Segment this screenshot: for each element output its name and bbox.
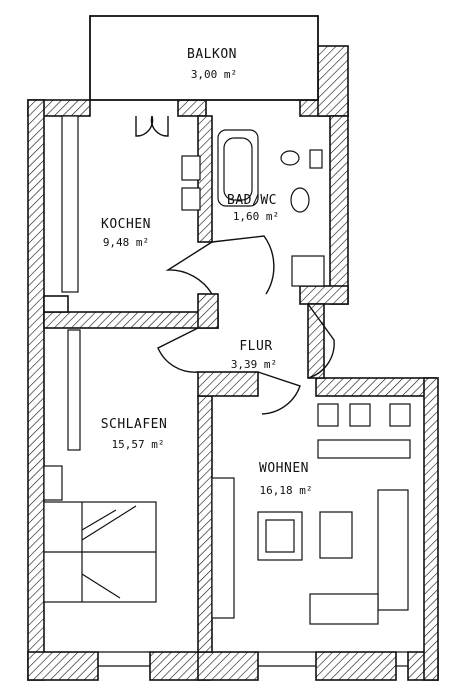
schlafen-area: 15,57 m² <box>112 438 165 451</box>
balkon-area: 3,00 m² <box>191 68 237 81</box>
chimney <box>43 295 69 313</box>
wohnen-area: 16,18 m² <box>260 484 313 497</box>
wall-flur-bottom <box>197 371 259 397</box>
wall-kitchen-flur <box>197 293 219 329</box>
kochen-area: 9,48 m² <box>103 236 149 249</box>
door-schlafen <box>157 327 199 373</box>
flur-area: 3,39 m² <box>231 358 277 371</box>
walls <box>27 45 439 681</box>
wall-top-mid <box>177 99 207 117</box>
wall-left <box>27 99 45 681</box>
door-entrance <box>307 303 335 379</box>
flur-name: FLUR <box>239 339 272 354</box>
kochen-name: KOCHEN <box>101 217 151 232</box>
door-balcony-left <box>135 115 154 137</box>
kitchen-fixtures <box>61 115 201 293</box>
door-balcony-right <box>150 115 169 137</box>
wall-balcony-side <box>317 45 349 117</box>
wall-schlafen-wohnen <box>197 395 213 653</box>
wall-wohnen-top <box>315 377 437 397</box>
door-bath <box>211 235 275 295</box>
schlafen-name: SCHLAFEN <box>101 417 168 432</box>
balkon-name: BALKON <box>187 47 237 62</box>
bedroom-furniture <box>43 329 157 603</box>
bad-wc-name: BAD/WC <box>227 193 277 208</box>
wall-bottom-mid3 <box>315 651 397 681</box>
bath-fixtures <box>217 129 325 287</box>
windows <box>98 651 408 667</box>
balcony-outline <box>89 15 319 101</box>
door-kitchen <box>165 241 213 295</box>
wall-flur-right <box>307 303 325 379</box>
wall-right <box>423 377 439 681</box>
wall-bath-right <box>329 115 349 305</box>
doors <box>135 115 335 415</box>
wall-bottom-left <box>27 651 99 681</box>
wohnen-name: WOHNEN <box>259 461 309 476</box>
wall-kitchen-bottom <box>43 311 219 329</box>
door-wohnen <box>257 371 301 415</box>
living-furniture <box>211 403 411 625</box>
wall-bath-bottom <box>299 285 349 305</box>
bad-wc-area: 1,60 m² <box>233 210 279 223</box>
wall-bottom-mid2 <box>197 651 259 681</box>
